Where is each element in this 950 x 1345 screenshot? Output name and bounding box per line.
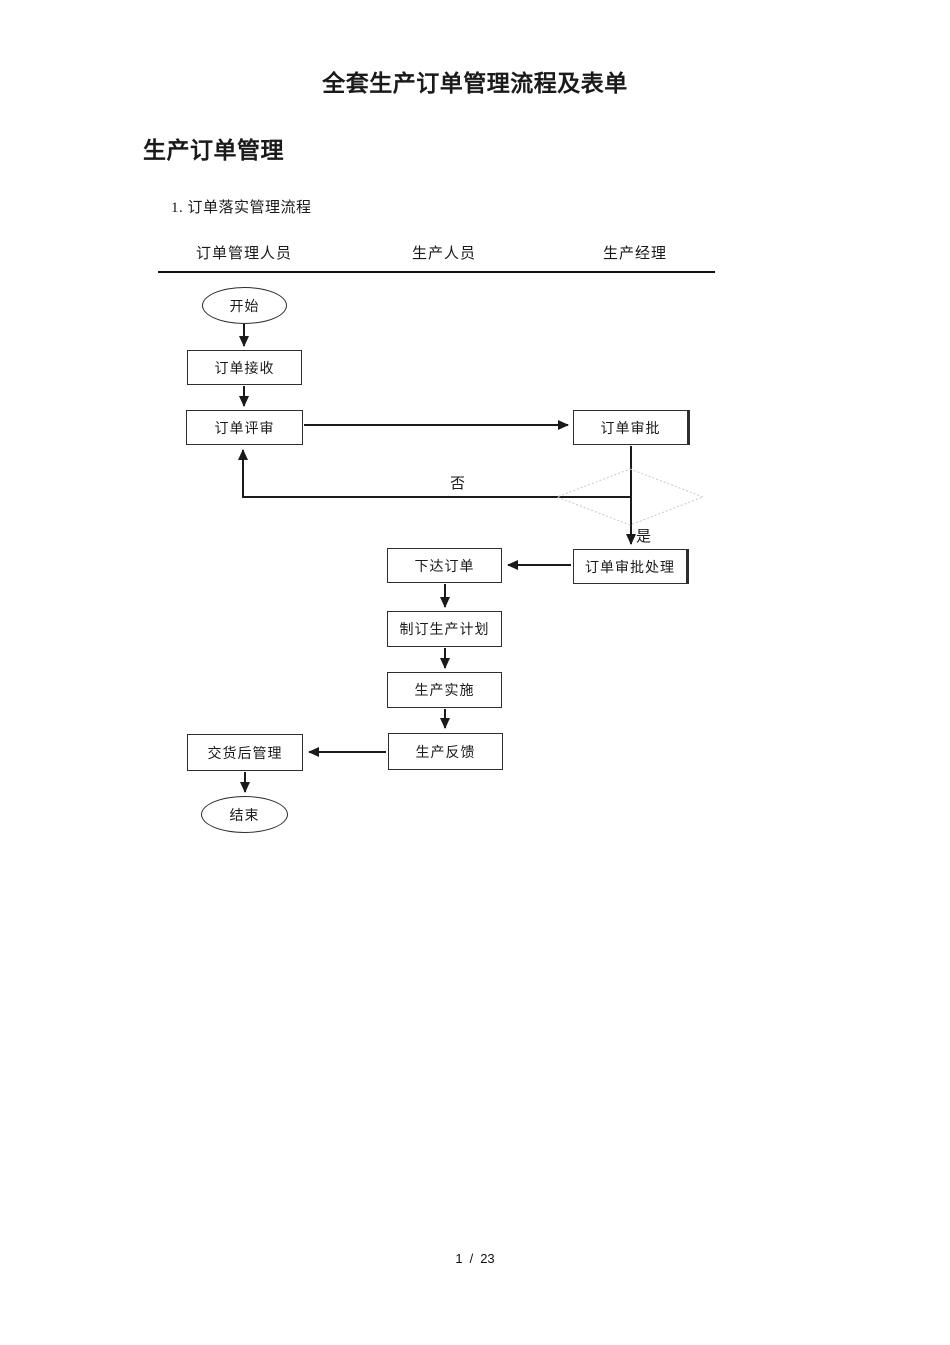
edge-label-yes: 是	[636, 529, 652, 545]
page-number-footer: 1 / 23	[0, 1251, 950, 1266]
edge-label-no: 否	[450, 476, 466, 492]
edge-no-return-to-review	[238, 449, 631, 498]
node-order-review: 订单评审	[186, 410, 303, 445]
lane-header-order-manager: 订单管理人员	[195, 246, 293, 262]
flow-connectors	[238, 324, 705, 793]
node-order-receive: 订单接收	[187, 350, 302, 385]
lane-header-production-manager: 生产经理	[602, 246, 668, 262]
page-number-separator: /	[469, 1251, 474, 1266]
node-start: 开始	[202, 287, 287, 324]
doc-title: 全套生产订单管理流程及表单	[322, 71, 628, 96]
page-number-total: 23	[480, 1251, 495, 1266]
node-make-production-plan: 制订生产计划	[387, 611, 502, 647]
node-order-approve: 订单审批	[573, 410, 690, 445]
page-number-current: 1	[455, 1251, 463, 1266]
node-approve-processing: 订单审批处理	[573, 549, 689, 584]
section-heading: 生产订单管理	[143, 138, 284, 163]
lane-header-production-staff: 生产人员	[411, 246, 477, 262]
flowchart-caption: 1. 订单落实管理流程	[171, 200, 312, 216]
node-issue-order: 下达订单	[387, 548, 502, 583]
node-end: 结束	[201, 796, 288, 833]
node-production-implement: 生产实施	[387, 672, 502, 708]
node-production-feedback: 生产反馈	[388, 733, 503, 770]
node-post-delivery-management: 交货后管理	[187, 734, 303, 771]
lane-header-divider	[158, 271, 715, 273]
decision-diamond	[555, 468, 705, 526]
